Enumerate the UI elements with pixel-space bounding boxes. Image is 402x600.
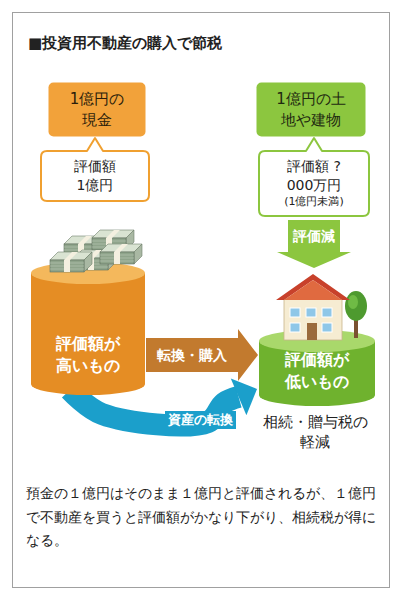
cash-box: 1億円の現金 bbox=[48, 82, 146, 137]
frame-border bbox=[13, 13, 390, 588]
node-text: 1億円の土地や建物 bbox=[270, 89, 352, 130]
arrow-label: 転換・購入 bbox=[154, 346, 230, 365]
node-text: 評価額 1億円 bbox=[60, 157, 130, 195]
asset-cylinder: 評価額が低いもの bbox=[258, 268, 376, 407]
connector-arrow bbox=[277, 220, 351, 268]
arrow-shape bbox=[146, 329, 258, 381]
box-shape bbox=[49, 83, 146, 137]
cylinder-body bbox=[31, 273, 145, 395]
arrow-label: 評価減 bbox=[290, 227, 338, 246]
property-box: 1億円の土地や建物 bbox=[256, 82, 366, 137]
connector-arrow bbox=[146, 329, 258, 381]
box-shape bbox=[257, 83, 366, 137]
node-text: 評価額が高いもの bbox=[54, 333, 122, 376]
cylinder-body bbox=[259, 341, 375, 406]
value-callout: 評価額 ?000万円(1億円未満) bbox=[258, 150, 370, 217]
node-text: 1億円の現金 bbox=[64, 89, 130, 130]
node-subtext: (1億円未満) bbox=[272, 195, 356, 210]
node-text: 評価額が低いもの bbox=[283, 349, 351, 392]
caption: 預金の１億円はそのまま１億円と評価されるが、１億円で不動産を買うと評価額がかなり… bbox=[26, 482, 378, 553]
node-text: 評価額 ?000万円 bbox=[272, 157, 356, 195]
arrow-label: 資産の転換 bbox=[165, 411, 236, 429]
node-outline bbox=[40, 150, 150, 202]
title: ■投資用不動産の購入で節税 bbox=[28, 34, 222, 53]
arrow-head bbox=[231, 378, 257, 415]
effect-label: 相続・贈与税の軽減 bbox=[262, 412, 368, 453]
value-callout: 評価額 1億円 bbox=[40, 150, 150, 202]
arrow-shape bbox=[277, 220, 351, 268]
cash-illustration bbox=[50, 230, 142, 272]
asset-cylinder: 評価額が高いもの bbox=[30, 232, 146, 396]
house-illustration bbox=[276, 274, 367, 340]
callout-shape bbox=[259, 138, 369, 216]
callout-shape bbox=[41, 138, 149, 201]
